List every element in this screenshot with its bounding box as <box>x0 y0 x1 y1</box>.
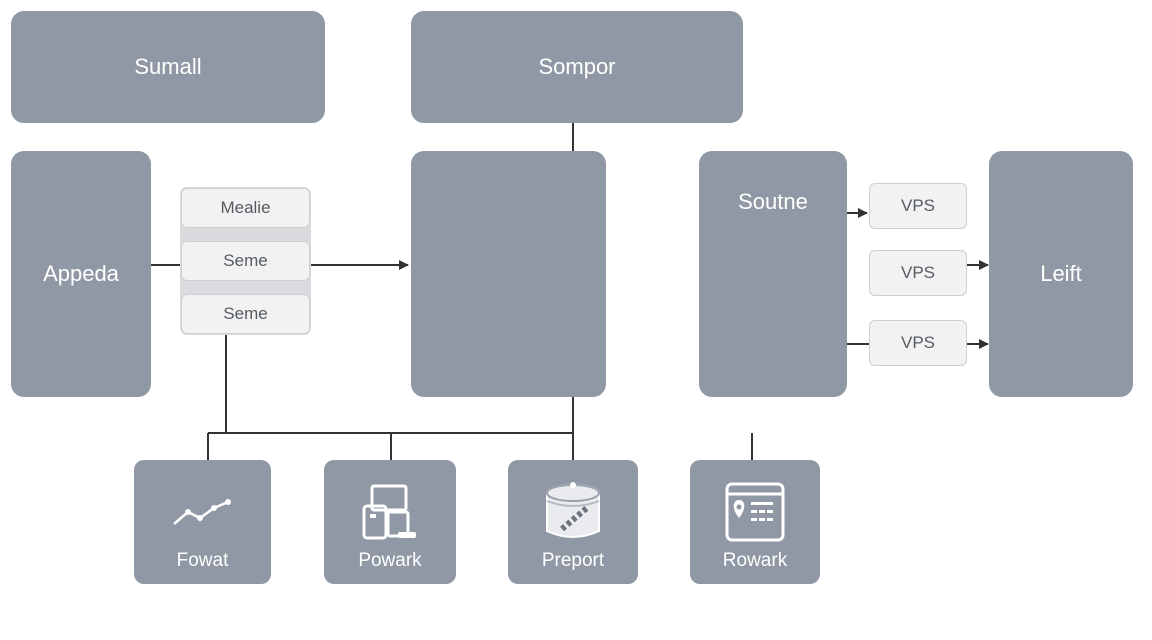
database-icon <box>508 480 638 544</box>
devices-icon <box>324 480 456 544</box>
tool-preport[interactable]: Preport <box>508 460 638 584</box>
map-document-icon <box>690 480 820 544</box>
node-soutne-label: Soutne <box>738 189 808 214</box>
vps-item-label: VPS <box>900 263 936 282</box>
tool-rowark-label: Rowark <box>722 550 788 571</box>
vps-item-label: VPS <box>900 196 936 215</box>
stack-item-label: Mealie <box>220 198 271 217</box>
stack-item-label: Seme <box>223 251 268 270</box>
stack-item-label: Seme <box>223 304 268 323</box>
node-sompor[interactable]: Sompor <box>411 11 743 123</box>
vps-item[interactable]: VPS <box>869 320 967 366</box>
stack-item[interactable]: Seme <box>181 241 310 281</box>
node-leift[interactable]: Leift <box>989 151 1133 397</box>
vps-item[interactable]: VPS <box>869 183 967 229</box>
node-appeda[interactable]: Appeda <box>11 151 151 397</box>
vps-item[interactable]: VPS <box>869 250 967 296</box>
node-appeda-label: Appeda <box>43 261 119 286</box>
stack-item[interactable]: Seme <box>181 294 310 334</box>
stack-item[interactable]: Mealie <box>181 188 310 228</box>
node-sompor-label: Sompor <box>538 54 616 79</box>
tool-preport-label: Preport <box>541 550 605 571</box>
tool-fowat-label: Fowat <box>176 550 229 571</box>
node-sumall-label: Sumall <box>134 54 202 79</box>
node-sumall[interactable]: Sumall <box>11 11 325 123</box>
node-central-block[interactable] <box>411 151 606 397</box>
line-graph-icon <box>134 480 271 544</box>
vps-item-label: VPS <box>900 333 936 352</box>
tool-rowark[interactable]: Rowark <box>690 460 820 584</box>
tool-powark[interactable]: Powark <box>324 460 456 584</box>
node-leift-label: Leift <box>1040 261 1082 286</box>
tool-fowat[interactable]: Fowat <box>134 460 271 584</box>
tool-powark-label: Powark <box>358 550 422 571</box>
node-soutne[interactable]: Soutne <box>699 151 847 397</box>
